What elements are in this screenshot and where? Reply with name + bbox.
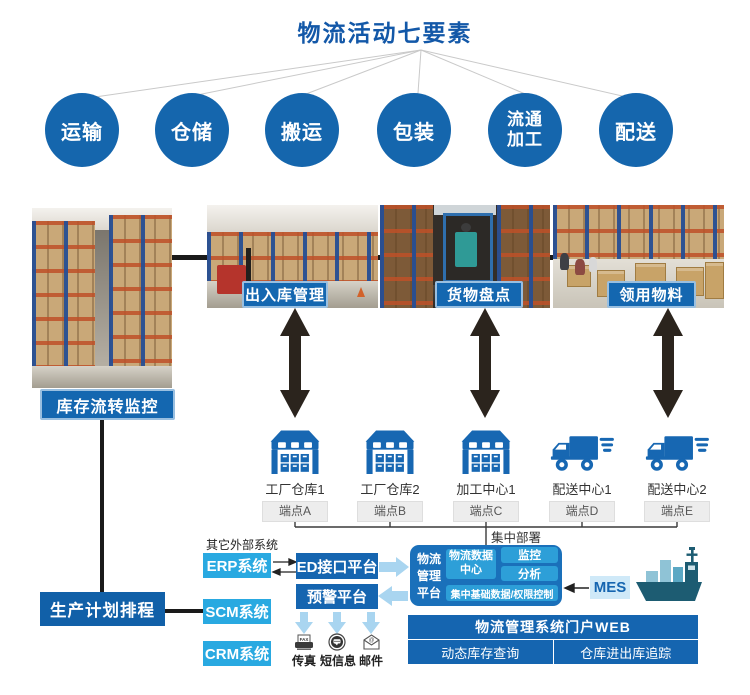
web-portal-box: 物流管理系统门户WEB 动态库存查询 仓库进出库追踪: [408, 615, 698, 664]
alert-platform-box: 预警平台: [296, 584, 378, 609]
mail-label: 邮件: [359, 654, 384, 668]
production-scm-line: [164, 609, 204, 613]
element-circle-warehousing: 仓储: [155, 93, 229, 167]
ship-icon: [636, 547, 702, 601]
node-badge: 端点D: [549, 501, 615, 522]
label-requisition: 领用物料: [607, 281, 696, 308]
svg-text:FAX: FAX: [300, 637, 309, 642]
node-badge: 端点B: [357, 501, 423, 522]
double-arrow-icon: [280, 308, 683, 418]
endpoint-distribution-center-2: 配送中心2 端点E: [629, 427, 725, 522]
svg-text:@: @: [369, 638, 375, 644]
truck-icon: [644, 432, 710, 474]
element-circle-packaging: 包装: [377, 93, 451, 167]
portal-title: 物流管理系统门户WEB: [408, 615, 698, 640]
ed-interface-box: ED接口平台: [296, 553, 378, 579]
page-title: 物流活动七要素: [297, 20, 473, 46]
photo-inventory-monitor: [32, 208, 172, 388]
monitor-production-line: [100, 416, 104, 594]
module-analysis: 分析: [501, 566, 558, 581]
element-circle-transport: 运输: [45, 93, 119, 167]
portal-cell-warehouse-tracking: 仓库进出库追踪: [552, 640, 699, 664]
flow-arrows: [295, 557, 409, 634]
platform-name: 物流管理平台: [416, 552, 441, 600]
label-stocktake: 货物盘点: [435, 281, 523, 308]
element-circle-processing: 流通加工: [488, 93, 562, 167]
endpoint-factory-warehouse-1: 工厂仓库1 端点A: [247, 427, 343, 522]
mail-icon: @: [363, 634, 380, 650]
sms-label: 短信息: [320, 654, 357, 668]
deployment-label: 集中部署: [491, 531, 542, 545]
production-scheduling-box: 生产计划排程: [40, 592, 165, 626]
truck-icon: [549, 432, 615, 474]
sms-icon: [328, 633, 346, 651]
crm-box: CRM系统: [203, 641, 271, 666]
fax-icon: FAX: [295, 634, 313, 650]
portal-cell-inventory-query: 动态库存查询: [441, 645, 520, 661]
module-base-data: 集中基础数据/权限控制: [446, 585, 558, 601]
mes-box: MES: [590, 576, 630, 599]
fax-label: 传真: [292, 654, 317, 668]
element-circle-distribution: 配送: [599, 93, 673, 167]
node-badge: 端点E: [644, 501, 710, 522]
external-systems-label: 其它外部系统: [206, 538, 279, 552]
mes-arrow: [563, 582, 589, 594]
endpoint-processing-center-1: 加工中心1 端点C: [438, 427, 534, 522]
endpoint-distribution-center-1: 配送中心1 端点D: [534, 427, 630, 522]
erp-ed-arrows: [271, 558, 298, 576]
node-badge: 端点C: [453, 501, 519, 522]
endpoint-factory-warehouse-2: 工厂仓库2 端点B: [342, 427, 438, 522]
fan-lines: [87, 49, 641, 101]
scm-box: SCM系统: [203, 599, 271, 624]
warehouse-icon: [362, 427, 418, 474]
module-data-center: 物流数据中心: [446, 549, 496, 579]
warehouse-icon: [267, 427, 323, 474]
erp-box: ERP系统: [203, 553, 271, 578]
node-badge: 端点A: [262, 501, 328, 522]
warehouse-icon: [458, 427, 514, 474]
element-circle-handling: 搬运: [265, 93, 339, 167]
module-monitor: 监控: [501, 547, 558, 563]
label-inventory-monitor: 库存流转监控: [40, 389, 175, 420]
label-in-out: 出入库管理: [242, 281, 328, 308]
